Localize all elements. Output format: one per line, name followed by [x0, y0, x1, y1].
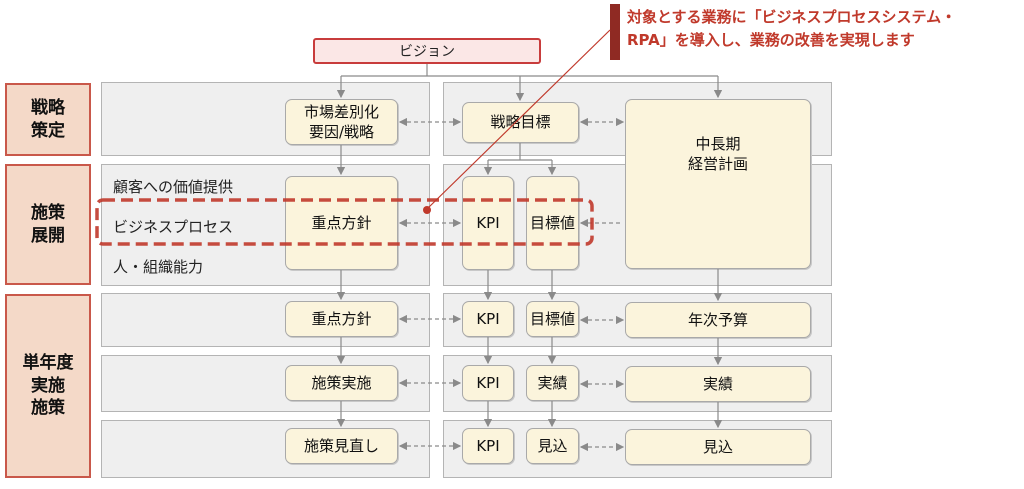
mid-long-term-plan-box: 中長期 経営計画 — [625, 99, 811, 269]
market-differentiation-box: 市場差別化 要因/戦略 — [285, 99, 398, 145]
business-process-text: ビジネスプロセス — [113, 218, 234, 236]
focus-policy-box-1: 重点方針 — [285, 176, 398, 270]
actual-box-small: 実績 — [526, 365, 579, 401]
mid-long-term-plan-line-1: 中長期 — [695, 135, 741, 153]
row-label-strategy-line-1: 戦略 — [31, 97, 65, 118]
target-value-box-2: 目標値 — [526, 301, 579, 337]
row-label-annual-line-3: 施策 — [31, 398, 65, 419]
row-label-annual: 単年度 実施 施策 — [5, 294, 91, 478]
callout-line-1: 対象とする業務に「ビジネスプロセスシステム・ — [627, 8, 957, 26]
annual-budget-box: 年次予算 — [625, 302, 811, 338]
callout-text: 対象とする業務に「ビジネスプロセスシステム・ RPA」を導入し、業務の改善を実現… — [627, 6, 956, 51]
org-capability-text: 人・組織能力 — [113, 258, 204, 276]
strategic-goal-box: 戦略目標 — [462, 102, 579, 143]
row-label-policy: 施策 展開 — [5, 164, 91, 285]
kpi-box-1: KPI — [462, 176, 514, 270]
kpi-box-3: KPI — [462, 365, 514, 401]
row-label-strategy: 戦略 策定 — [5, 83, 91, 156]
market-differentiation-line-2: 要因/戦略 — [308, 123, 375, 141]
kpi-box-4: KPI — [462, 428, 514, 464]
review-box: 施策見直し — [285, 428, 398, 464]
implementation-box: 施策実施 — [285, 365, 398, 401]
callout-marker — [610, 4, 620, 60]
vision-box: ビジョン — [313, 38, 541, 64]
target-value-box-1: 目標値 — [526, 176, 579, 270]
actual-box-large: 実績 — [625, 366, 811, 402]
mid-long-term-plan-line-2: 経営計画 — [687, 155, 748, 174]
row-label-strategy-line-2: 策定 — [31, 120, 65, 141]
kpi-box-2: KPI — [462, 301, 514, 337]
market-differentiation-line-1: 市場差別化 — [303, 102, 379, 121]
row-label-policy-line-1: 施策 — [31, 202, 65, 223]
customer-value-text: 顧客への価値提供 — [113, 178, 234, 196]
row-label-annual-line-1: 単年度 — [22, 352, 74, 373]
forecast-box-large: 見込 — [625, 429, 811, 465]
row-label-policy-line-2: 展開 — [31, 225, 65, 246]
focus-policy-box-2: 重点方針 — [285, 301, 398, 337]
forecast-box-small: 見込 — [526, 428, 579, 464]
row-label-annual-line-2: 実施 — [31, 375, 65, 396]
callout-line-2: RPA」を導入し、業務の改善を実現します — [627, 30, 915, 49]
